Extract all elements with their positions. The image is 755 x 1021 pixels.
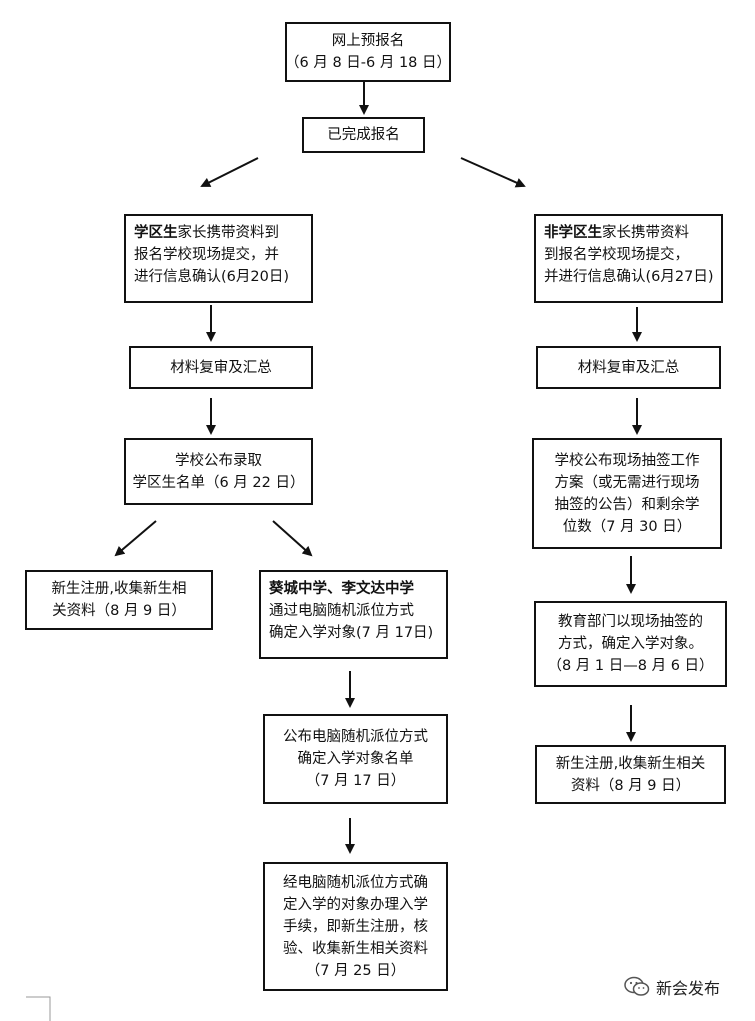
- computer-assign-schools: 葵城中学、李文达中学: [269, 581, 414, 597]
- publish-assign-line2: 确定入学对象名单: [297, 751, 414, 767]
- final-procedure-line1: 经电脑随机派位方式确: [283, 874, 428, 891]
- nondistrict-student-submit-box: 非学区生家长携带资料 到报名学校现场提交， 并进行信息确认(6月27日): [534, 214, 723, 303]
- computer-assign-line3: 确定入学对象(7 月 17日): [269, 625, 434, 641]
- publish-district-line2: 学区生名单（6 月 22 日）: [132, 474, 305, 491]
- registration-completed-box: 已完成报名: [302, 117, 425, 153]
- computer-assign-line2: 通过电脑随机派位方式: [269, 603, 414, 619]
- review-summary-left-box: 材料复审及汇总: [129, 346, 313, 389]
- district-submit-line3: 进行信息确认(6月20日): [134, 269, 289, 285]
- lottery-plan-line2: 方案（或无需进行现场: [554, 474, 700, 491]
- publish-assign-list-box: 公布电脑随机派位方式 确定入学对象名单 （7 月 17 日）: [263, 714, 448, 804]
- arrow-publish-to-register-left: [114, 520, 157, 557]
- registration-completed-label: 已完成报名: [327, 127, 400, 143]
- nondistrict-submit-line2: 到报名学校现场提交，: [544, 247, 689, 263]
- review-summary-right-label: 材料复审及汇总: [577, 359, 680, 376]
- nondistrict-student-label: 非学区生: [544, 225, 602, 241]
- lottery-plan-line3: 抽签的公告）和剩余学: [554, 496, 700, 513]
- lottery-plan-line4: 位数（7 月 30 日）: [562, 518, 692, 535]
- nondistrict-submit-line3: 并进行信息确认(6月27日): [544, 269, 714, 285]
- district-student-label: 学区生: [134, 225, 178, 241]
- education-lottery-box: 教育部门以现场抽签的 方式，确定入学对象。 （8 月 1 日—8 月 6 日）: [534, 601, 727, 687]
- register-left-box: 新生注册,收集新生相 关资料（8 月 9 日）: [25, 570, 213, 630]
- wechat-icon: [624, 976, 650, 996]
- watermark: 新会发布: [624, 975, 720, 999]
- lottery-plan-line1: 学校公布现场抽签工作: [554, 452, 700, 469]
- publish-district-list-box: 学校公布录取 学区生名单（6 月 22 日）: [124, 438, 313, 505]
- nondistrict-submit-line1: 家长携带资料: [602, 225, 689, 241]
- lottery-plan-box: 学校公布现场抽签工作 方案（或无需进行现场 抽签的公告）和剩余学 位数（7 月 …: [532, 438, 722, 549]
- district-submit-line2: 报名学校现场提交，并: [134, 247, 279, 263]
- arrow-publish-to-computer-assign: [272, 520, 313, 557]
- page-corner-mark: [26, 996, 51, 1021]
- final-procedure-line2: 定入学的对象办理入学: [283, 896, 428, 913]
- review-summary-left-label: 材料复审及汇总: [170, 359, 272, 376]
- register-left-line2: 关资料（8 月 9 日）: [52, 603, 186, 619]
- register-right-line2: 资料（8 月 9 日）: [570, 777, 691, 794]
- arrow-completed-to-nondistrict: [460, 157, 526, 188]
- education-lottery-line2: 方式，确定入学对象。: [558, 636, 703, 652]
- online-preregistration-box: 网上预报名 （6 月 8 日-6 月 18 日）: [285, 22, 451, 82]
- final-procedure-line3: 手续，即新生注册，核: [283, 918, 428, 935]
- online-preregistration-dates: （6 月 8 日-6 月 18 日）: [285, 55, 452, 71]
- district-student-submit-box: 学区生家长携带资料到 报名学校现场提交，并 进行信息确认(6月20日): [124, 214, 313, 303]
- online-preregistration-title: 网上预报名: [331, 33, 405, 49]
- register-right-box: 新生注册,收集新生相关 资料（8 月 9 日）: [535, 745, 726, 804]
- register-left-line1: 新生注册,收集新生相: [51, 581, 187, 597]
- final-procedure-line4: 验、收集新生相关资料: [283, 940, 428, 957]
- education-lottery-line3: （8 月 1 日—8 月 6 日）: [547, 658, 714, 674]
- publish-assign-line3: （7 月 17 日）: [305, 773, 406, 789]
- computer-assign-box: 葵城中学、李文达中学 通过电脑随机派位方式 确定入学对象(7 月 17日): [259, 570, 448, 659]
- arrow-completed-to-district: [200, 157, 259, 187]
- publish-district-line1: 学校公布录取: [175, 452, 262, 469]
- district-submit-line1: 家长携带资料到: [177, 225, 280, 241]
- review-summary-right-box: 材料复审及汇总: [536, 346, 721, 389]
- final-procedure-box: 经电脑随机派位方式确 定入学的对象办理入学 手续，即新生注册，核 验、收集新生相…: [263, 862, 448, 991]
- register-right-line1: 新生注册,收集新生相关: [555, 755, 706, 772]
- publish-assign-line1: 公布电脑随机派位方式: [283, 729, 428, 745]
- final-procedure-line5: （7 月 25 日）: [305, 962, 406, 979]
- education-lottery-line1: 教育部门以现场抽签的: [558, 614, 703, 630]
- watermark-text: 新会发布: [656, 979, 721, 998]
